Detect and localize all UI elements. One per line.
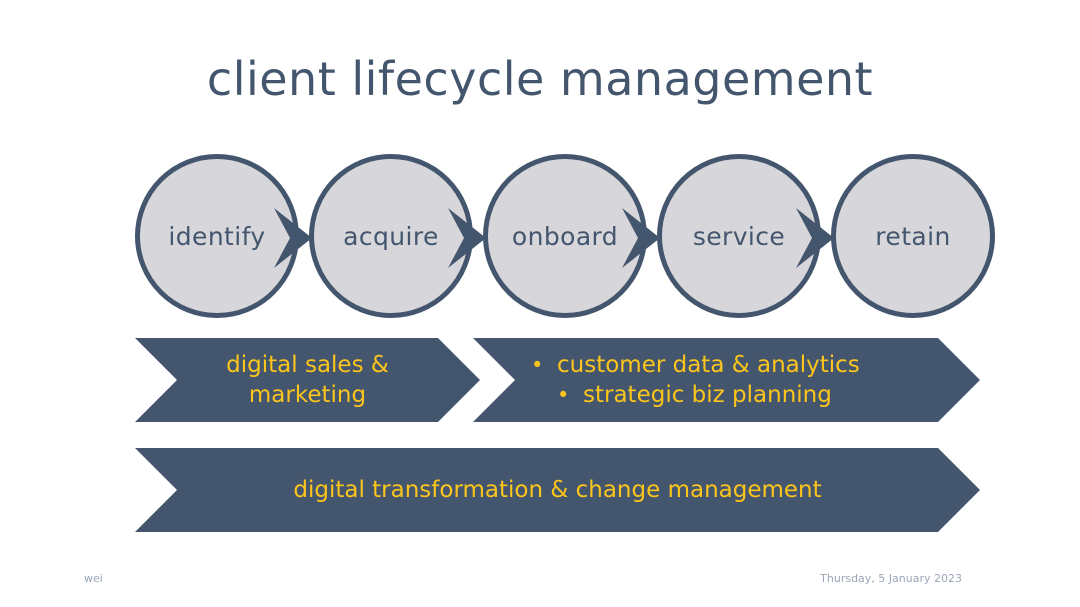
stage-circle — [831, 154, 995, 318]
list-item: • customer data & analytics — [531, 350, 860, 380]
banner-text: digital transformation & change manageme… — [135, 448, 980, 532]
arrow-right-icon — [796, 208, 852, 268]
arrow-right-icon — [622, 208, 678, 268]
footer-date: Thursday, 5 January 2023 — [820, 572, 962, 585]
bullet-icon: • — [531, 352, 544, 377]
banner-text: digital sales & marketing — [135, 338, 480, 422]
banner-digital-transformation[interactable]: digital transformation & change manageme… — [135, 448, 980, 532]
banner-line: digital sales & — [226, 351, 389, 378]
arrow-right-icon — [448, 208, 504, 268]
footer-author: wei — [84, 572, 103, 585]
banner-customer-data[interactable]: • customer data & analytics • strategic … — [473, 338, 980, 422]
bullet-icon: • — [557, 383, 570, 407]
banner-digital-sales[interactable]: digital sales & marketing — [135, 338, 480, 422]
list-item: • strategic biz planning — [531, 380, 832, 410]
banner-line: marketing — [248, 382, 367, 408]
arrow-right-icon — [274, 208, 330, 268]
banner-bullet-list: • customer data & analytics • strategic … — [473, 338, 980, 422]
banner-line: digital transformation & change manageme… — [293, 476, 822, 503]
stage-circle — [657, 154, 821, 318]
page-title: client lifecycle management — [206, 52, 874, 106]
lifecycle-stage-row: identify acquire onboard — [0, 150, 1080, 325]
stage-circle — [135, 154, 299, 318]
list-item-label: strategic biz planning — [583, 382, 832, 408]
stage-node-retain[interactable]: retain — [831, 154, 995, 318]
stage-circle — [309, 154, 473, 318]
list-item-label: customer data & analytics — [557, 351, 860, 378]
